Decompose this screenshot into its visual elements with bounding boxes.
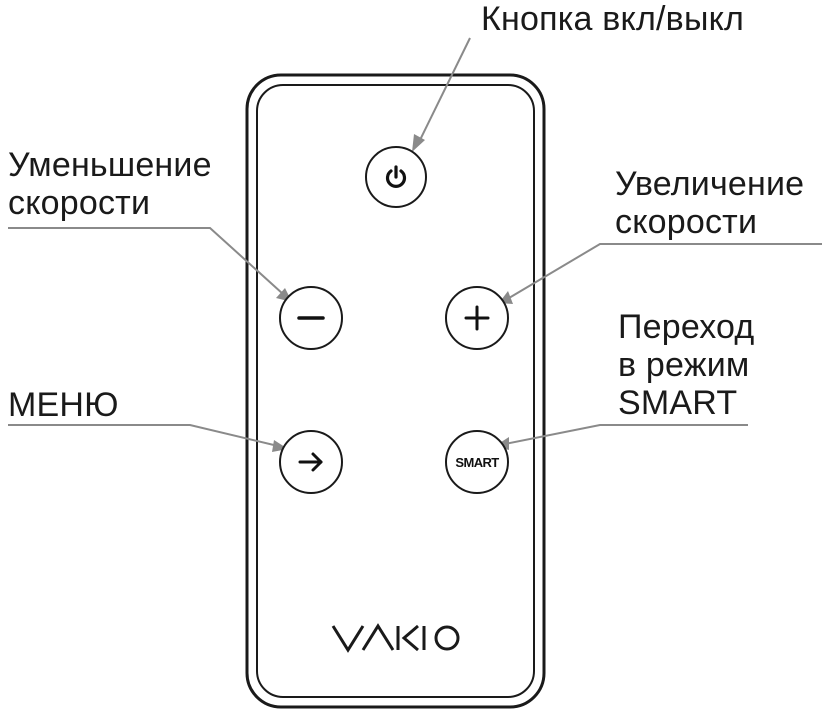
smart-mode-label: Переход в режим SMART xyxy=(618,308,755,422)
power-button[interactable] xyxy=(365,146,427,208)
minus-icon xyxy=(297,316,325,320)
speed-up-button[interactable] xyxy=(445,286,509,350)
menu-label: МЕНЮ xyxy=(8,386,119,424)
arrowhead-power xyxy=(412,134,425,152)
power-button-label: Кнопка вкл/выкл xyxy=(481,0,745,38)
vakio-logo xyxy=(331,623,460,653)
plus-icon xyxy=(464,305,490,331)
leader-line-speed-up xyxy=(508,243,822,299)
arrow-right-icon xyxy=(298,452,323,472)
power-icon xyxy=(385,165,407,188)
leader-line-menu xyxy=(8,424,279,447)
speed-up-label: Увеличение скорости xyxy=(615,165,805,241)
menu-button[interactable] xyxy=(279,430,343,494)
smart-button[interactable]: SMART xyxy=(445,430,509,494)
smart-button-label: SMART xyxy=(455,454,499,470)
leader-line-speed-down xyxy=(8,227,284,295)
remote-body-inner xyxy=(256,84,535,698)
speed-down-label: Уменьшение скорости xyxy=(8,146,212,222)
leader-line-power xyxy=(419,37,471,141)
speed-down-button[interactable] xyxy=(279,286,343,350)
leader-line-smart xyxy=(504,424,748,445)
remote-body-outer xyxy=(245,73,546,709)
